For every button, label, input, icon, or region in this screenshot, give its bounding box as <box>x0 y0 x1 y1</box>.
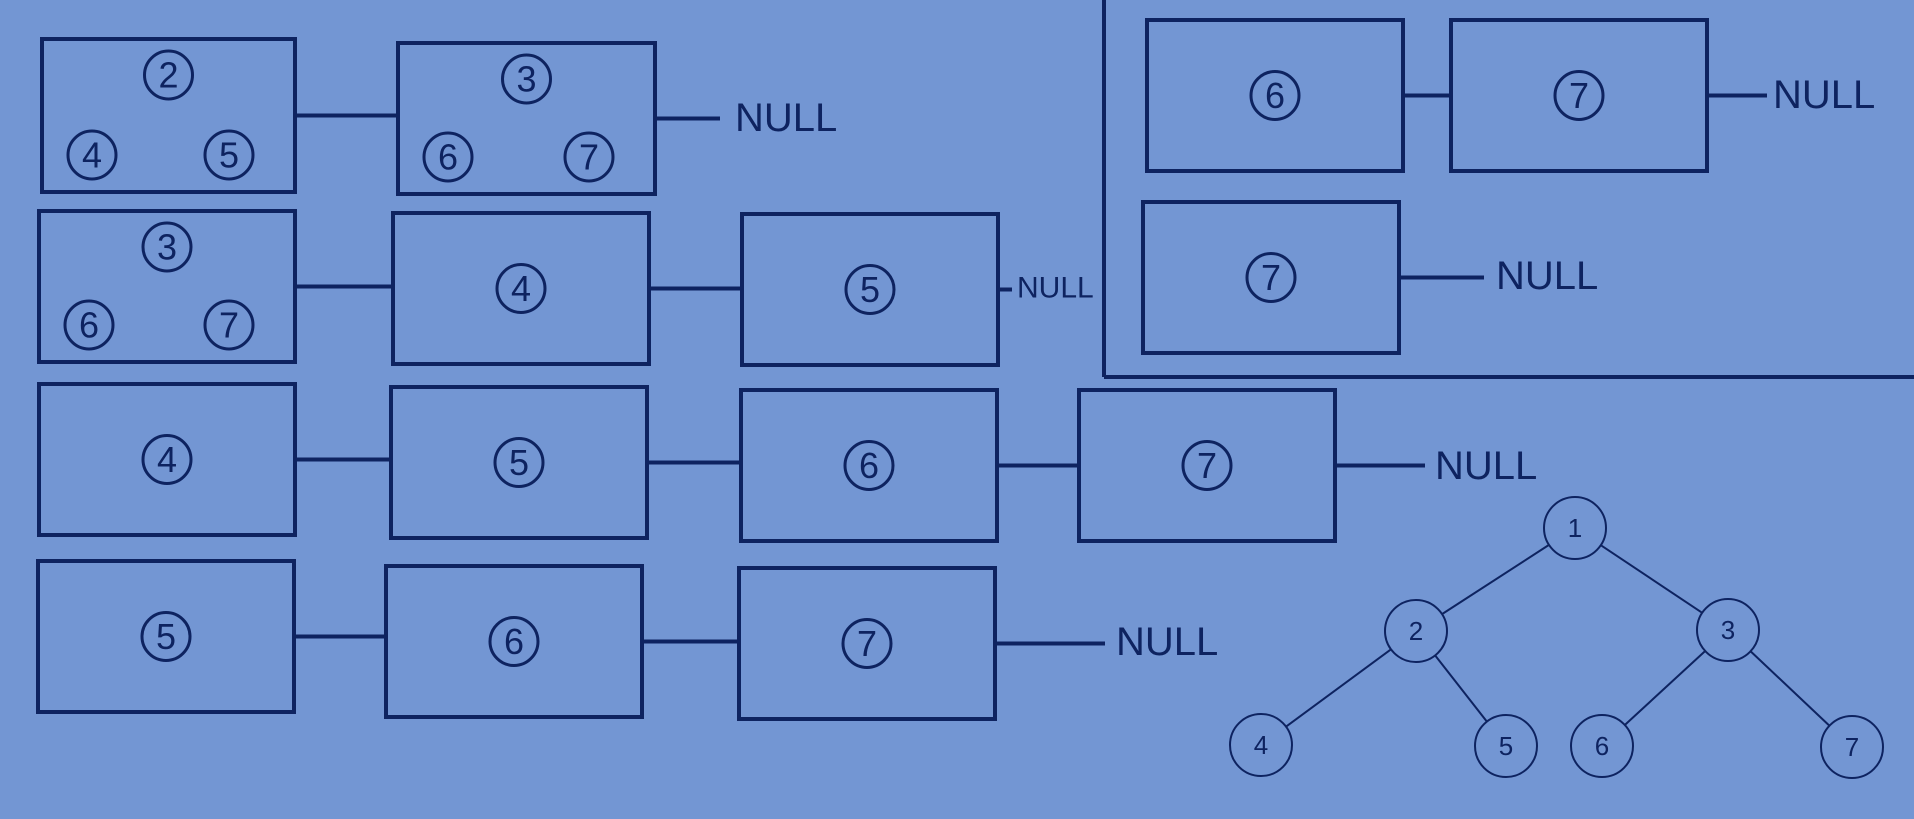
tree-edge <box>1285 648 1392 728</box>
node-value: 5 <box>860 269 880 310</box>
node-value: 6 <box>859 445 879 486</box>
node-value: 5 <box>156 616 176 657</box>
tree-node-circle <box>1474 714 1538 778</box>
tree-node-value: 5 <box>1499 731 1513 761</box>
node-circle <box>140 611 192 662</box>
node-value: 7 <box>857 623 877 664</box>
node-value: 6 <box>438 137 458 178</box>
node-value: 6 <box>79 305 99 346</box>
node-circle <box>844 264 896 315</box>
node-circle <box>143 49 194 101</box>
node-value: 6 <box>504 621 524 662</box>
node-value: 7 <box>1569 75 1589 116</box>
node-value: 5 <box>509 442 529 483</box>
null-label: NULL <box>1435 444 1537 488</box>
null-label: NULL <box>1116 620 1218 664</box>
node-value: 3 <box>516 59 536 100</box>
tree-edge <box>1441 544 1550 615</box>
tree-edge <box>1600 544 1703 614</box>
node-circle <box>1181 440 1233 491</box>
node-value: 4 <box>157 439 177 480</box>
node-circle <box>203 129 255 181</box>
node-circle <box>141 221 193 273</box>
node-value: 7 <box>579 137 599 178</box>
tree-node-value: 2 <box>1409 616 1423 646</box>
tree-node-value: 1 <box>1568 513 1582 543</box>
node-value: 6 <box>1265 75 1285 116</box>
null-label: NULL <box>1017 272 1094 305</box>
node-circle <box>495 263 547 314</box>
node-circle <box>493 437 545 488</box>
node-value: 7 <box>1197 445 1217 486</box>
node-circle <box>1553 70 1605 121</box>
tree-node-value: 4 <box>1254 730 1268 760</box>
node-circle <box>1245 252 1297 303</box>
tree-edge <box>1749 650 1831 727</box>
tree-node-value: 3 <box>1721 615 1735 645</box>
node-circle <box>66 129 118 181</box>
node-value: 3 <box>157 227 177 268</box>
node-circle <box>843 440 895 491</box>
tree-node-circle <box>1820 715 1884 779</box>
null-label: NULL <box>1773 73 1875 117</box>
tree-node-circle <box>1384 599 1448 663</box>
tree-node-circle <box>1570 714 1634 778</box>
node-circle <box>141 434 193 485</box>
tree-node-value: 6 <box>1595 731 1609 761</box>
tree-node-circle <box>1229 713 1293 777</box>
node-value: 7 <box>219 305 239 346</box>
node-circle <box>563 131 615 183</box>
node-circle <box>203 299 255 351</box>
node-value: 2 <box>158 55 178 96</box>
null-label: NULL <box>1496 254 1598 298</box>
node-value: 4 <box>511 268 531 309</box>
node-circle <box>488 616 540 667</box>
node-circle <box>841 618 893 669</box>
tree-edge <box>1434 654 1488 723</box>
node-circle <box>1249 70 1301 121</box>
node-value: 5 <box>219 135 239 176</box>
tree-node-circle <box>1696 598 1760 662</box>
node-circle <box>422 131 474 183</box>
null-label: NULL <box>735 96 837 140</box>
node-value: 7 <box>1261 257 1281 298</box>
tree-node-value: 7 <box>1845 732 1859 762</box>
node-circle <box>63 299 115 351</box>
node-circle <box>501 53 552 105</box>
node-value: 4 <box>82 135 102 176</box>
tree-node-circle <box>1543 496 1607 560</box>
tree-edge <box>1624 650 1706 726</box>
